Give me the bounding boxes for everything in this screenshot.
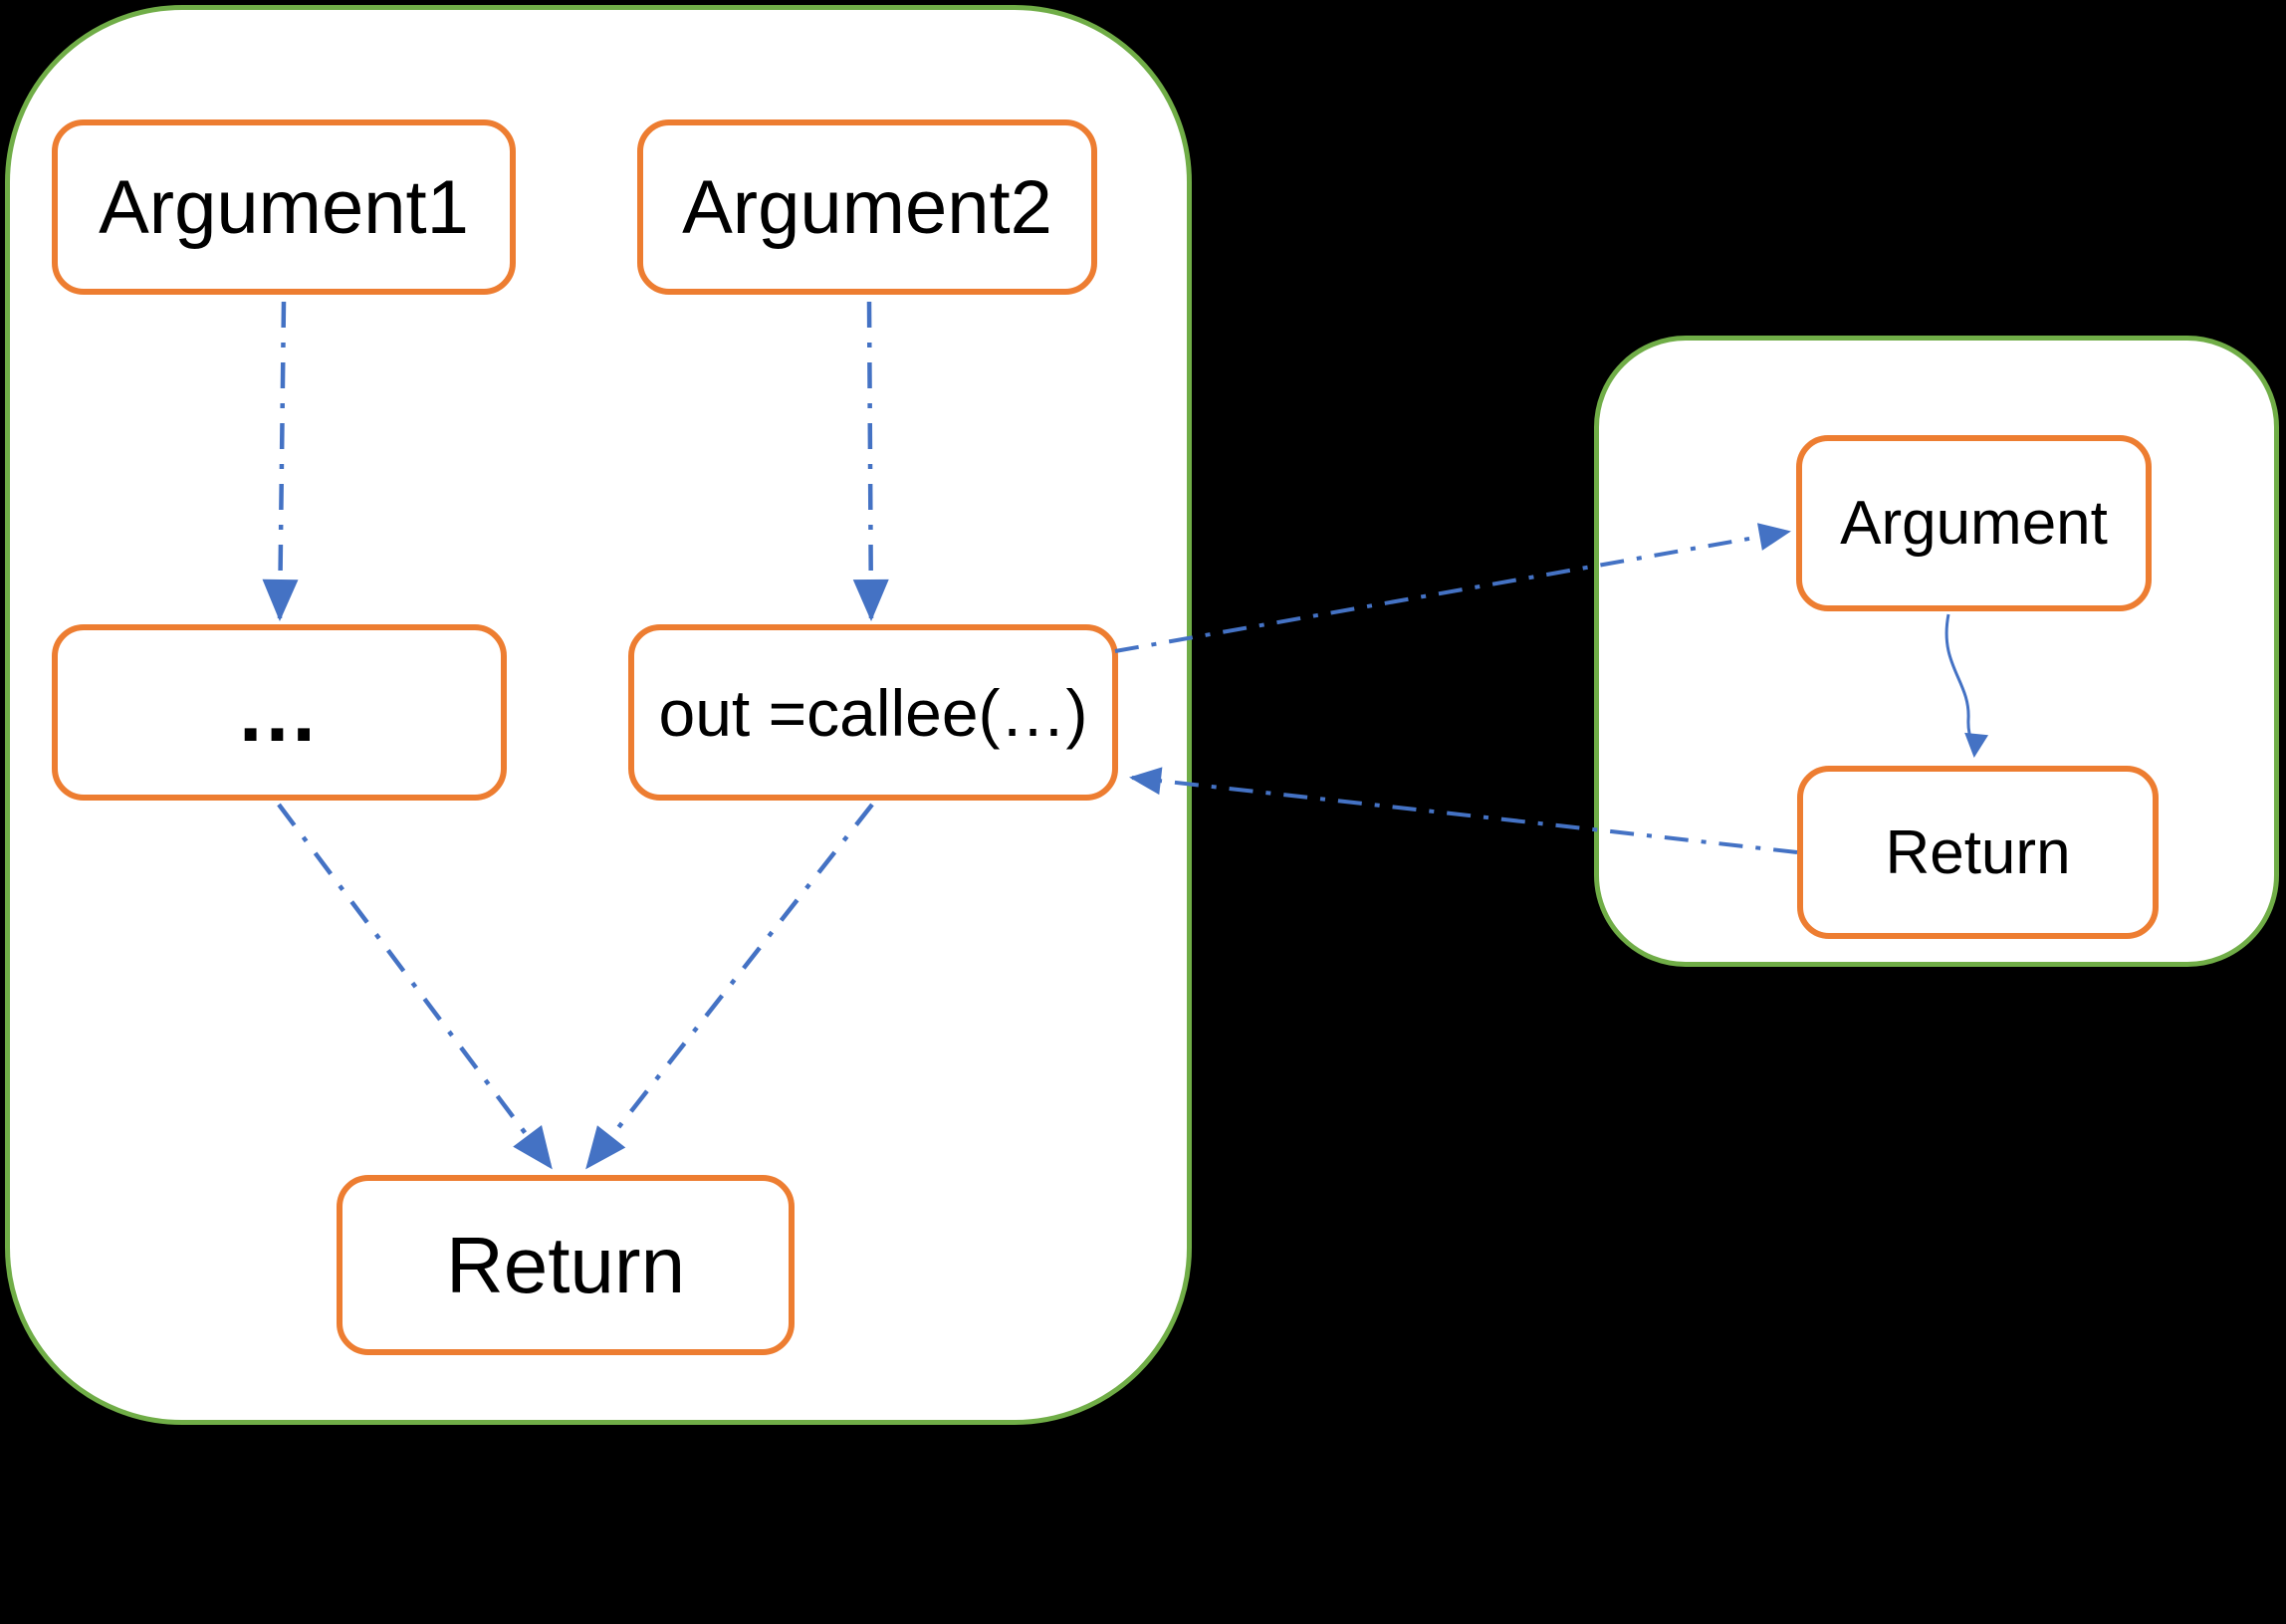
caller-ellipsis-node: … bbox=[52, 624, 507, 801]
caller-ellipsis-label: … bbox=[235, 665, 324, 759]
caller-call-label: out =callee(…) bbox=[658, 675, 1088, 750]
caller-argument2-node: Argument2 bbox=[637, 119, 1097, 295]
callee-argument-label: Argument bbox=[1840, 489, 2108, 558]
callee-argument-node: Argument bbox=[1796, 435, 2152, 611]
caller-return-node: Return bbox=[337, 1175, 795, 1355]
caller-argument1-label: Argument1 bbox=[99, 164, 469, 250]
caller-argument1-node: Argument1 bbox=[52, 119, 516, 295]
callee-return-label: Return bbox=[1885, 817, 2071, 887]
caller-argument2-label: Argument2 bbox=[682, 164, 1052, 250]
caller-call-node: out =callee(…) bbox=[628, 624, 1118, 801]
callee-return-node: Return bbox=[1797, 766, 2159, 939]
caller-return-label: Return bbox=[445, 1220, 686, 1309]
